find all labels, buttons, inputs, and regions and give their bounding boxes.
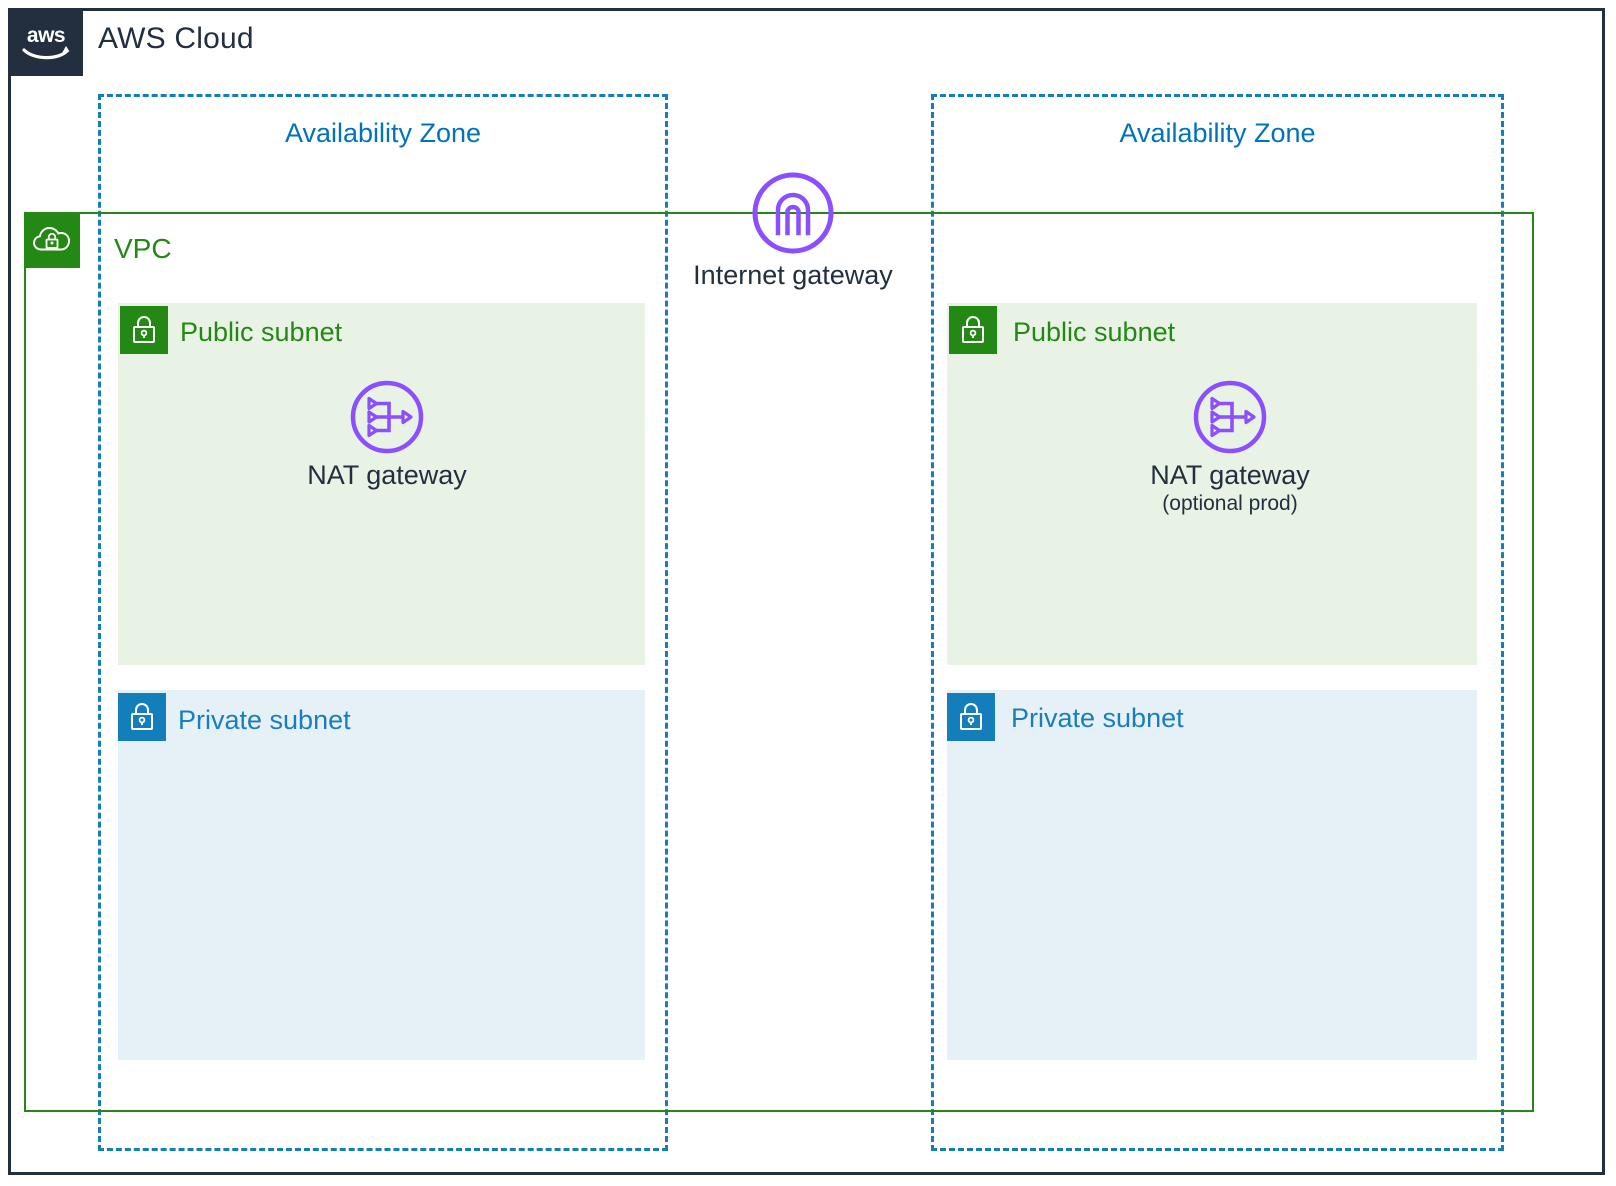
private-subnet-right-padlock-icon	[947, 693, 995, 741]
public-subnet-right	[947, 303, 1477, 665]
public-subnet-left	[118, 303, 645, 665]
private-subnet-left-padlock-icon	[118, 693, 166, 741]
public-subnet-left-label: Public subnet	[180, 317, 343, 347]
nat-gateway-right-label: NAT gateway	[1150, 460, 1310, 490]
nat-gateway-right-sublabel: (optional prod)	[1162, 491, 1298, 515]
nat-gateway-right-node[interactable]: NAT gateway (optional prod)	[1105, 378, 1355, 516]
private-subnet-right-label: Private subnet	[1011, 703, 1184, 733]
public-subnet-right-padlock-icon	[949, 306, 997, 354]
vpc-cloud-lock-icon	[24, 212, 80, 268]
svg-text:aws: aws	[26, 24, 64, 47]
internet-gateway-label: Internet gateway	[693, 260, 893, 290]
availability-zone-right-label: Availability Zone	[1119, 118, 1316, 148]
private-subnet-left	[118, 690, 645, 1060]
availability-zone-right	[931, 94, 1504, 1151]
nat-gateway-left-label: NAT gateway	[307, 460, 467, 490]
availability-zone-left	[98, 94, 668, 1151]
nat-gateway-icon	[1193, 380, 1267, 454]
internet-gateway-icon	[752, 172, 834, 254]
private-subnet-right	[947, 690, 1477, 1060]
nat-gateway-left-node[interactable]: NAT gateway	[262, 378, 512, 492]
aws-cloud-title: AWS Cloud	[98, 22, 254, 55]
aws-logo-icon: aws	[8, 8, 83, 76]
nat-gateway-icon	[350, 380, 424, 454]
public-subnet-left-padlock-icon	[120, 306, 168, 354]
aws-cloud-boundary	[8, 8, 1605, 1175]
internet-gateway-node[interactable]: Internet gateway	[668, 170, 918, 292]
vpc-label: VPC	[114, 233, 172, 264]
availability-zone-left-label: Availability Zone	[284, 118, 482, 148]
public-subnet-right-label: Public subnet	[1013, 317, 1176, 347]
private-subnet-left-label: Private subnet	[178, 705, 351, 735]
